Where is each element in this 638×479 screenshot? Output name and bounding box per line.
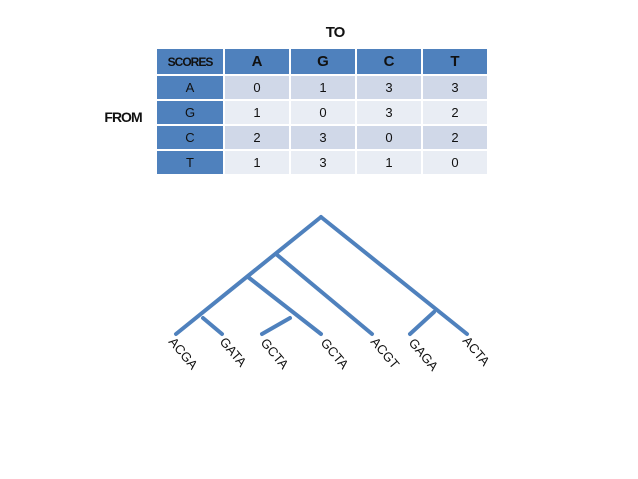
matrix-cell: 0 xyxy=(223,74,291,101)
column-header-a: A xyxy=(223,47,291,76)
tree-branches xyxy=(174,215,469,336)
column-header-c: C xyxy=(355,47,423,76)
leaf-label: GCTA xyxy=(258,335,292,372)
leaf-label: GCTA xyxy=(318,335,352,372)
tree-branch xyxy=(201,316,224,336)
tree-leaf-labels: ACGA GATA GCTA GCTA ACGT GAGA ACTA xyxy=(166,333,493,374)
row-header-g: G xyxy=(155,99,225,126)
matrix-cell: 1 xyxy=(223,149,291,176)
column-header-g: G xyxy=(289,47,357,76)
scores-corner-header: SCORES xyxy=(155,47,225,76)
to-axis-label: TO xyxy=(325,24,346,41)
leaf-label: GATA xyxy=(217,334,250,370)
leaf-label: ACTA xyxy=(460,333,493,369)
matrix-row-t: T 1 3 1 0 xyxy=(155,149,489,176)
matrix-cell: 1 xyxy=(355,149,423,176)
matrix-cell: 1 xyxy=(289,74,357,101)
column-header-t: T xyxy=(421,47,489,76)
matrix-row-a: A 0 1 3 3 xyxy=(155,74,489,101)
matrix-cell: 2 xyxy=(223,124,291,151)
row-header-t: T xyxy=(155,149,225,176)
matrix-cell: 0 xyxy=(289,99,357,126)
tree-branch xyxy=(274,252,374,336)
row-header-a: A xyxy=(155,74,225,101)
matrix-row-c: C 2 3 0 2 xyxy=(155,124,489,151)
matrix-cell: 2 xyxy=(421,124,489,151)
matrix-cell: 3 xyxy=(355,74,423,101)
score-matrix-table: SCORES A G C T A 0 1 3 3 G 1 0 3 2 C 2 3… xyxy=(155,47,489,176)
matrix-cell: 1 xyxy=(223,99,291,126)
matrix-cell: 3 xyxy=(289,149,357,176)
matrix-cell: 0 xyxy=(355,124,423,151)
matrix-cell: 3 xyxy=(289,124,357,151)
leaf-label: ACGT xyxy=(368,334,403,371)
tree-branch xyxy=(260,316,292,336)
header-row: SCORES A G C T xyxy=(155,47,489,76)
tree-branch xyxy=(408,310,436,336)
row-header-c: C xyxy=(155,124,225,151)
matrix-row-g: G 1 0 3 2 xyxy=(155,99,489,126)
matrix-cell: 3 xyxy=(355,99,423,126)
tree-branch xyxy=(246,275,323,336)
matrix-cell: 0 xyxy=(421,149,489,176)
leaf-label: ACGA xyxy=(166,334,201,372)
matrix-cell: 3 xyxy=(421,74,489,101)
from-axis-label: FROM xyxy=(104,109,142,125)
tree-branch xyxy=(319,215,469,336)
matrix-cell: 2 xyxy=(421,99,489,126)
leaf-label: GAGA xyxy=(406,335,442,374)
